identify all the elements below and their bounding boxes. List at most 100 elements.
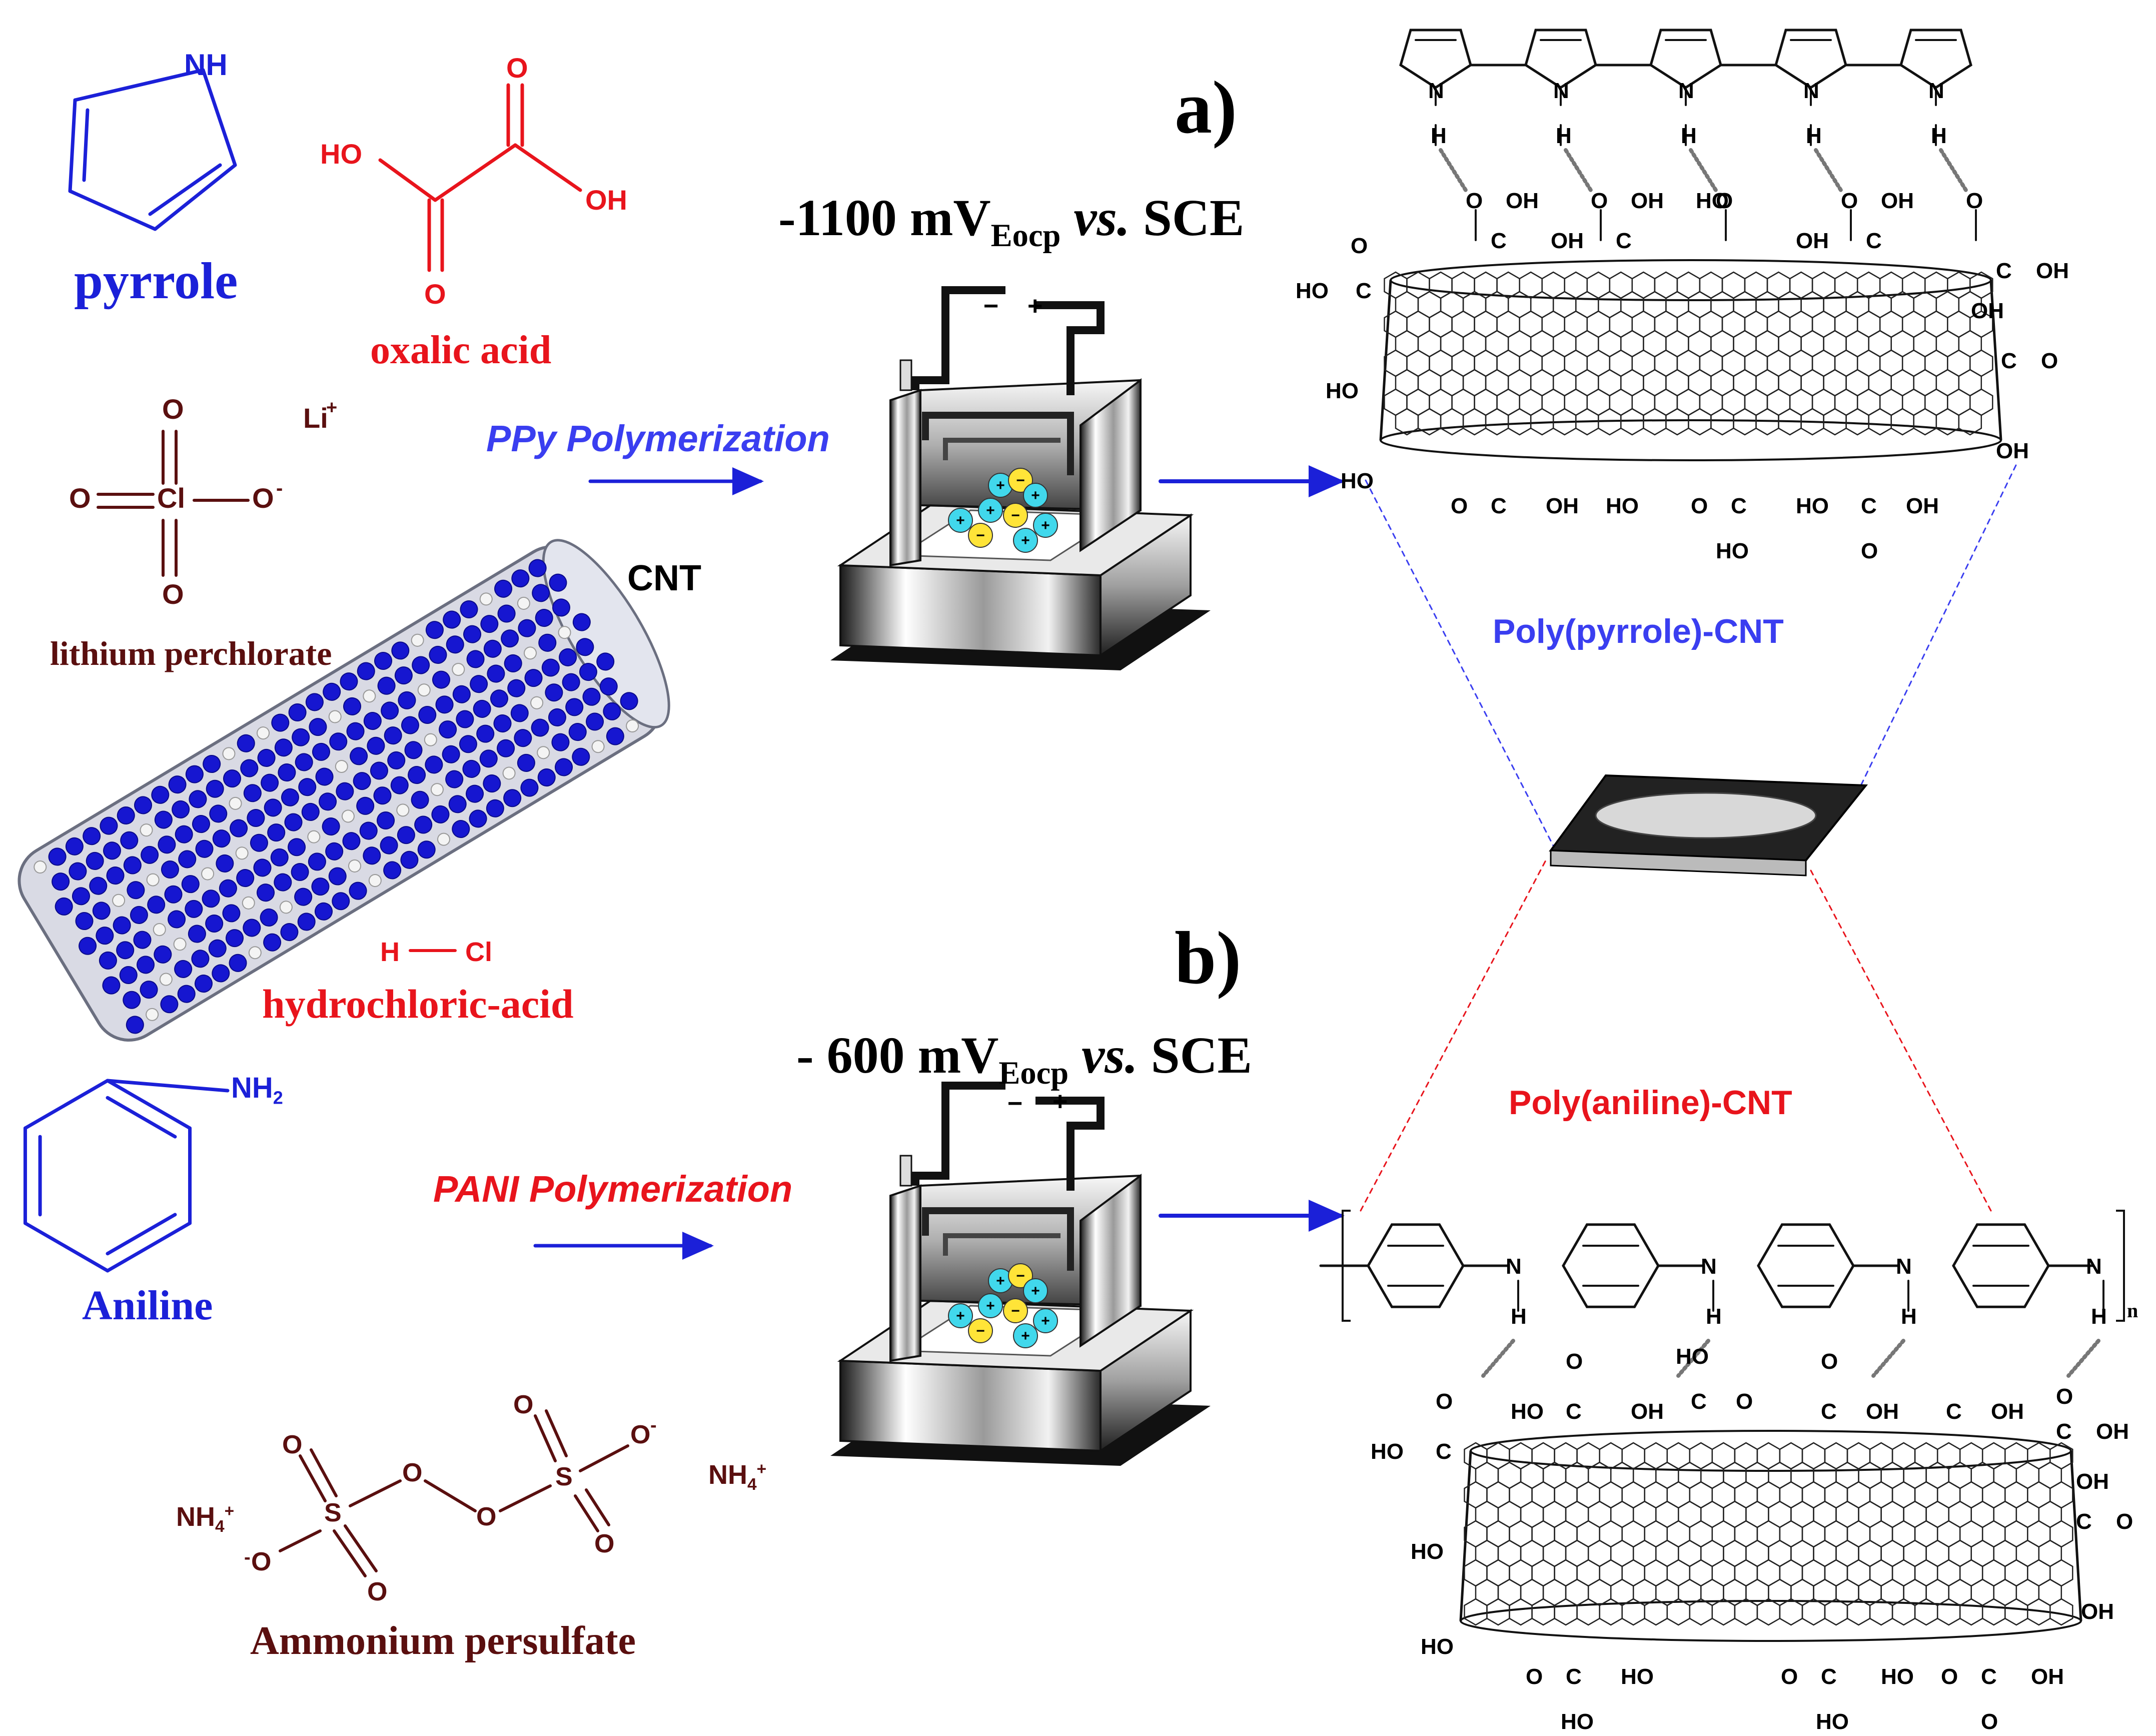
cnt-carbon-atom <box>194 975 213 993</box>
cell-cation <box>1013 1323 1038 1348</box>
cell-anion <box>1008 468 1033 493</box>
cell-cation-sign: + <box>1031 487 1040 504</box>
panel-label-a: a) <box>1175 66 1237 149</box>
cnt-carbon-atom <box>555 758 573 776</box>
cnt-hydrogen-atom <box>437 832 450 846</box>
functional-group-h: H <box>1706 1304 1722 1329</box>
hydrogen-bond-dashed <box>1676 1339 1710 1378</box>
cell-cation-sign: + <box>1021 1328 1030 1344</box>
cell-b-minus-label: − <box>1007 1089 1023 1118</box>
functional-group-h: H <box>1431 124 1447 148</box>
cnt-carbon-atom <box>576 638 594 656</box>
functional-group-o: O <box>1781 1664 1798 1689</box>
cnt-hexagon <box>1576 1598 1600 1626</box>
zoom-line-red-right <box>1810 870 1992 1212</box>
functional-group-c: C <box>2076 1509 2092 1534</box>
cell-cation-sign: + <box>996 477 1005 494</box>
cell-cation <box>1023 483 1048 508</box>
pyrrole-double-bond <box>148 163 222 216</box>
functional-group-n: N <box>1506 1254 1522 1279</box>
pyrrole-label: pyrrole <box>74 252 238 310</box>
persulfate-bond <box>585 1488 610 1526</box>
cell-right-inner-wall <box>1080 378 1142 552</box>
hcl-h-label: H <box>380 937 400 967</box>
cell-wire-left <box>911 286 1005 390</box>
functional-group-c: C <box>1821 1664 1837 1689</box>
cell-anion-sign: − <box>976 1323 985 1339</box>
cell-anion <box>968 1318 993 1343</box>
functional-group-o: O <box>1691 494 1708 518</box>
cnt-carbon-atom <box>586 712 604 731</box>
cnt-carbon-atom <box>123 856 142 875</box>
cnt-carbon-atom <box>147 896 166 914</box>
aniline-c-n-bond <box>106 1079 230 1093</box>
cell-a-plus-label: + <box>1027 292 1043 321</box>
cnt-hexagon <box>2004 1598 2028 1626</box>
cnt-carbon-atom <box>174 960 193 978</box>
functional-group-o: O <box>1466 189 1483 213</box>
functional-group-c: C <box>1491 229 1507 253</box>
cnt-carbon-atom <box>154 810 173 829</box>
cnt-carbon-atom <box>102 976 121 995</box>
hydrogen-bond-dashed <box>1814 148 1843 192</box>
cell-anion-sign: − <box>1011 507 1020 524</box>
oxalic-o-bottom-label: O <box>424 278 446 310</box>
cnt-hexagon <box>1531 1598 1555 1626</box>
perchlorate-o-top: O <box>162 393 184 425</box>
cnt-hydrogen-atom <box>222 747 236 760</box>
cnt-carbon-atom <box>504 654 522 672</box>
cnt-carbon-atom <box>315 767 334 786</box>
cnt-carbon-atom <box>603 702 621 720</box>
cnt-carbon-atom <box>541 658 560 677</box>
cnt-hexagon <box>1688 408 1712 436</box>
aniline-nh-subscript: 2 <box>273 1087 283 1108</box>
functional-group-n: N <box>1803 79 1819 103</box>
cnt-carbon-atom <box>172 800 190 818</box>
cnt-carbon-atom <box>497 739 515 757</box>
cnt-carbon-atom <box>99 951 117 970</box>
cnt-carbon-atom <box>398 691 416 709</box>
condition-a-vs: vs. <box>1073 189 1130 247</box>
persulfate-o8: O <box>251 1547 272 1576</box>
cnt-carbon-atom <box>75 912 94 931</box>
functional-group-oh: OH <box>1996 439 2029 463</box>
cnt-cap <box>542 539 670 729</box>
cnt-carbon-atom <box>175 825 193 843</box>
cnt-carbon-atom <box>189 790 207 808</box>
functional-group-oh: OH <box>1551 229 1584 253</box>
polyaniline-repeat-n: n <box>2127 1299 2138 1322</box>
functionalized-cnt-a <box>1379 259 2002 461</box>
functional-group-c: C <box>1691 1389 1707 1414</box>
cnt-carbon-atom <box>412 656 430 674</box>
cnt-carbon-atom <box>264 798 282 817</box>
cnt-right-edge <box>2069 1450 2082 1621</box>
cnt-carbon-atom <box>446 635 464 654</box>
cell-anion <box>968 523 993 548</box>
cnt-hydrogen-atom <box>591 740 605 753</box>
cnt-left-edge <box>1379 280 1392 441</box>
cnt-carbon-atom <box>532 584 550 602</box>
cnt-carbon-atom <box>274 873 292 892</box>
functional-group-ho: HO <box>1696 189 1729 213</box>
cnt-carbon-atom <box>377 676 396 695</box>
cnt-carbon-atom <box>160 995 179 1014</box>
cell-cation-sign: + <box>1031 1283 1040 1299</box>
cnt-carbon-atom <box>417 840 436 859</box>
repeat-bracket-left <box>1342 1210 1351 1322</box>
cnt-carbon-atom <box>284 813 303 831</box>
cnt-carbon-atom <box>151 785 170 804</box>
cnt-carbon-atom <box>271 713 290 732</box>
cnt-carbon-atom <box>568 723 587 741</box>
cnt-carbon-atom <box>562 673 580 691</box>
ammonium-left-sub: 4 <box>215 1517 225 1536</box>
aniline-bond <box>23 1079 110 1130</box>
functional-group-h: H <box>2091 1304 2107 1329</box>
cnt-carbon-atom <box>479 749 498 768</box>
cell-left-wall <box>889 1184 921 1362</box>
cnt-carbon-atom <box>185 900 203 918</box>
functional-group-ho: HO <box>1676 1344 1709 1369</box>
cnt-carbon-atom <box>432 670 450 689</box>
cnt-carbon-atom <box>309 718 327 736</box>
cell-cation <box>1013 528 1038 553</box>
cnt-top-rim <box>1470 1430 2072 1472</box>
